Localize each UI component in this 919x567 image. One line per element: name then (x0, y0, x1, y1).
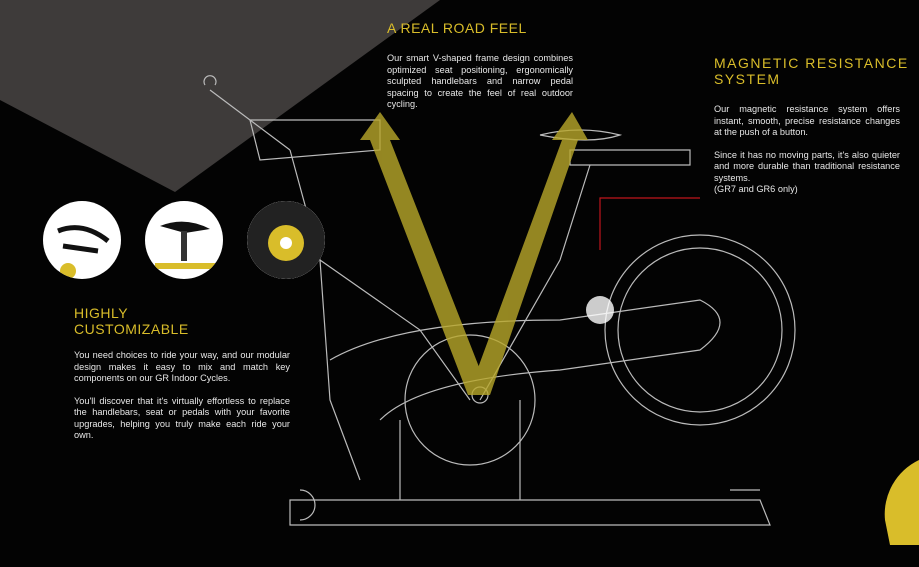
bike-frame (203, 75, 796, 526)
customizable-title: HIGHLY CUSTOMIZABLE (74, 305, 189, 337)
seat-thumbnail (145, 201, 223, 279)
v-arrow (360, 112, 588, 395)
handlebar-thumbnail (43, 201, 121, 279)
magnetic-body-1: Our magnetic resistance system offers in… (714, 104, 900, 137)
road-feel-title: A REAL ROAD FEEL (387, 20, 527, 36)
customizable-title-line1: HIGHLY (74, 305, 129, 321)
magnetic-title-line1: MAGNETIC RESISTANCE (714, 55, 909, 71)
pedal-thumbnail (247, 201, 325, 279)
customizable-body-2: You'll discover that it's virtually effo… (74, 395, 290, 441)
road-feel-body: Our smart V-shaped frame design combines… (387, 53, 573, 109)
magnetic-body-3: (GR7 and GR6 only) (714, 184, 798, 194)
magnetic-body-2: Since it has no moving parts, it's also … (714, 149, 900, 183)
customizable-body: You need choices to ride your way, and o… (74, 350, 290, 453)
magnetic-title: MAGNETIC RESISTANCE SYSTEM (714, 55, 909, 87)
customizable-body-1: You need choices to ride your way, and o… (74, 350, 290, 383)
magnetic-title-line2: SYSTEM (714, 71, 781, 87)
magnetic-body: Our magnetic resistance system offers in… (714, 104, 900, 207)
magnet-glow (586, 296, 614, 324)
callout-line (599, 197, 700, 250)
customizable-title-line2: CUSTOMIZABLE (74, 321, 189, 337)
gray-triangle (0, 0, 440, 192)
corner-wheel (884, 460, 919, 545)
